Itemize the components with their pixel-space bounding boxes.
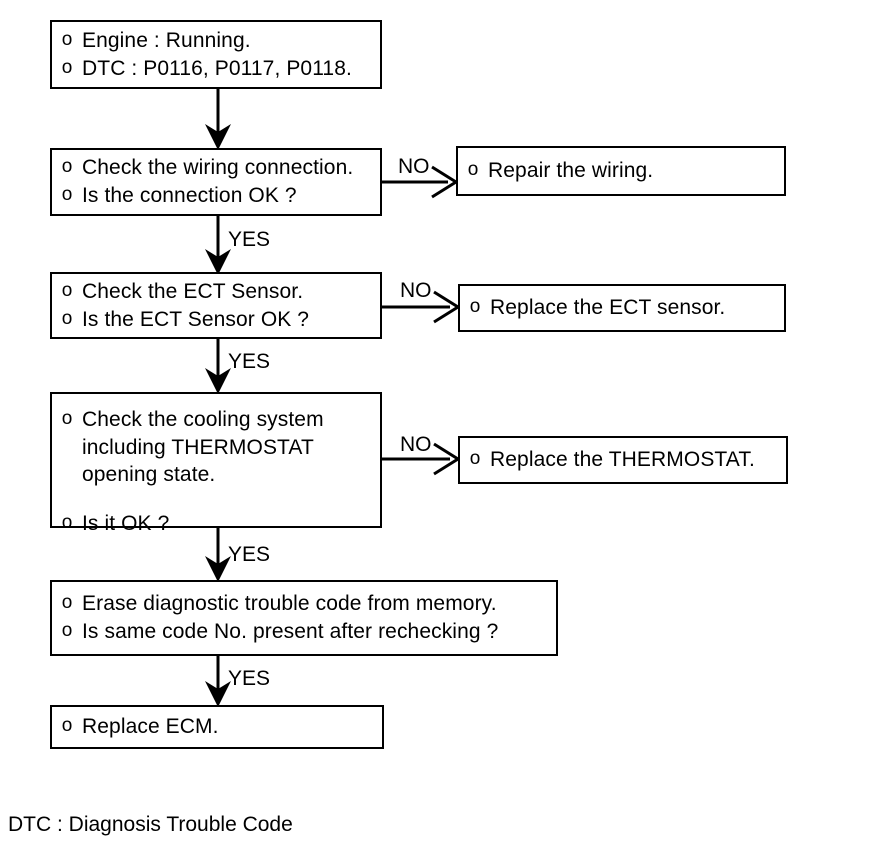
node-replace-ecm: o Replace ECM. [50,705,384,749]
bullet-marker: o [61,307,73,329]
node-repair-wiring: o Repair the wiring. [456,146,786,196]
bullet-text: Is the ECT Sensor OK ? [82,307,310,331]
bullet-row: o Check the cooling system including THE… [52,406,380,489]
bullet-row: o Check the ECT Sensor. [52,278,380,306]
bullet-marker: o [61,512,73,534]
bullet-marker: o [61,184,73,205]
bullet-marker: o [61,28,73,50]
bullet-marker: o [61,592,73,614]
node-start-conditions: o Engine : Running. o DTC : P0116, P0117… [50,20,382,89]
bullet-text: Is same code No. present after recheckin… [82,620,499,643]
edge-label-no-3: NO [400,433,432,456]
bullet-row: o Replace the ECT sensor. [460,294,784,322]
bullet-row: o Is it OK ? [52,510,380,538]
legend-line-dtc: DTC : Diagnosis Trouble Code [8,812,293,836]
node-replace-thermostat: o Replace the THERMOSTAT. [458,436,788,484]
edge-label-yes-2: YES [228,350,271,373]
bullet-text: Replace ECM. [82,715,219,739]
bullet-row: o Replace ECM. [52,713,382,741]
bullet-text: DTC : P0116, P0117, P0118. [82,56,352,80]
bullet-marker: o [61,56,73,78]
abbreviation-legend: DTC : Diagnosis Trouble Code ECM : Engin… [8,782,334,868]
edge-label-yes-3: YES [228,543,271,566]
bullet-text: Is the connection OK ? [82,184,297,207]
edge-label-no-1: NO [398,155,430,178]
bullet-text: Erase diagnostic trouble code from memor… [82,592,497,616]
bullet-spacer [52,489,380,510]
bullet-text: Check the wiring connection. [82,156,354,180]
bullet-marker: o [61,620,73,641]
bullet-text: Repair the wiring. [488,159,654,183]
bullet-row: o Is the ECT Sensor OK ? [52,306,380,334]
node-erase-dtc: o Erase diagnostic trouble code from mem… [50,580,558,656]
bullet-marker: o [469,448,481,470]
bullet-text: Replace the ECT sensor. [490,296,726,320]
node-check-cooling-system: o Check the cooling system including THE… [50,392,382,535]
bullet-marker: o [61,156,73,178]
edge-label-yes-4: YES [228,667,271,690]
bullet-marker: o [61,279,73,301]
bullet-row: o Is same code No. present after recheck… [52,618,556,646]
edge-label-no-2: NO [400,279,432,302]
bullet-marker: o [61,715,73,737]
bullet-row: o Engine : Running. [52,27,380,55]
node-check-wiring: o Check the wiring connection. o Is the … [50,148,382,216]
bullet-text: Engine : Running. [82,28,251,52]
node-check-ect-sensor: o Check the ECT Sensor. o Is the ECT Sen… [50,272,382,339]
bullet-row: o Erase diagnostic trouble code from mem… [52,590,556,618]
node-replace-ect-sensor: o Replace the ECT sensor. [458,284,786,332]
bullet-text: Check the cooling system including THERM… [82,408,324,487]
bullet-marker: o [469,296,481,318]
bullet-row: o Check the wiring connection. [52,154,380,182]
bullet-row: o Repair the wiring. [458,157,784,185]
bullet-text: Check the ECT Sensor. [82,279,304,303]
bullet-marker: o [61,408,73,429]
bullet-row: o Is the connection OK ? [52,182,380,210]
edge-label-yes-1: YES [228,228,271,251]
bullet-row: o Replace the THERMOSTAT. [460,446,786,474]
bullet-text: Replace the THERMOSTAT. [490,448,755,472]
bullet-row: o DTC : P0116, P0117, P0118. [52,55,380,83]
bullet-marker: o [467,159,479,181]
bullet-text: Is it OK ? [82,512,170,536]
